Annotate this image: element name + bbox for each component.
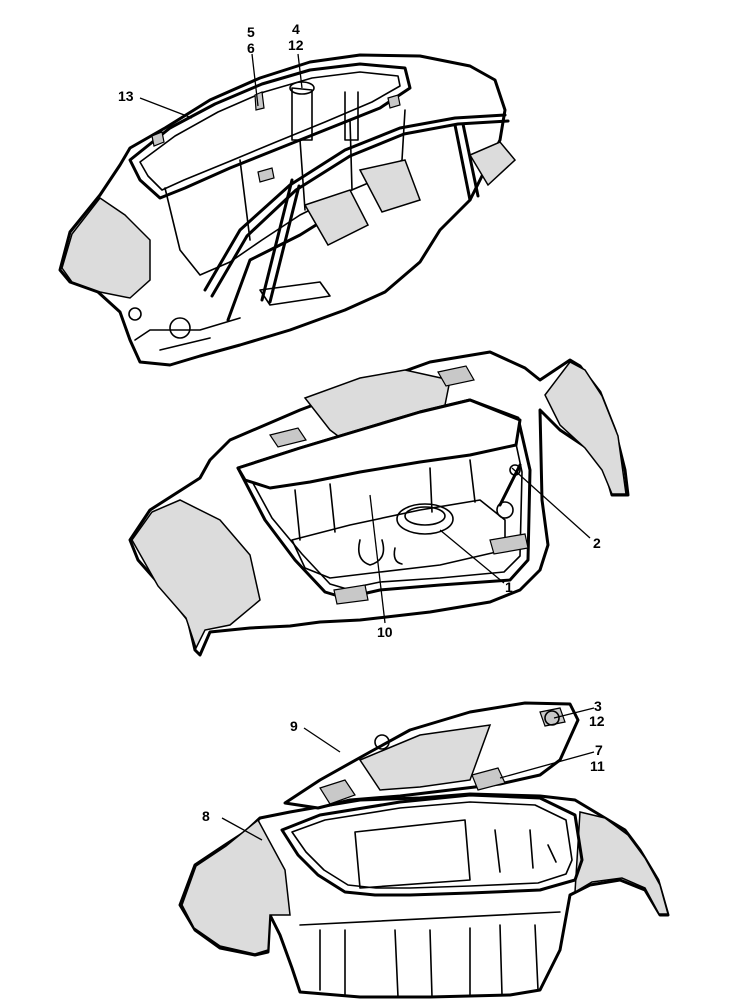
callout-13: 13 [118, 88, 134, 104]
callout-2: 2 [593, 535, 601, 551]
callout-12-top: 12 [288, 37, 304, 53]
leader-9 [303, 727, 341, 753]
callout-3: 3 [594, 698, 602, 714]
leader-5-6 [251, 53, 259, 107]
callout-1: 1 [505, 579, 513, 595]
leader-4-12 [297, 53, 303, 89]
top-view-assembly [58, 53, 517, 367]
leader-1 [439, 529, 505, 584]
callout-4: 4 [292, 21, 300, 37]
middle-view-assembly [128, 350, 630, 657]
leader-2 [511, 467, 591, 539]
leader-10 [369, 494, 386, 624]
callout-8: 8 [202, 808, 210, 824]
callout-10: 10 [377, 624, 393, 640]
callout-6: 6 [247, 40, 255, 56]
callout-12-bottom: 12 [589, 713, 605, 729]
callout-11: 11 [590, 758, 605, 774]
leader-8 [221, 817, 263, 841]
leader-3-12 [553, 707, 595, 719]
leader-7-11 [499, 751, 595, 779]
callout-7: 7 [595, 742, 603, 758]
leader-13 [139, 97, 193, 119]
callouts: 5 6 4 12 13 2 1 10 3 12 9 7 11 8 [118, 21, 605, 824]
bottom-view-assembly [178, 701, 670, 999]
callout-9: 9 [290, 718, 298, 734]
callout-5: 5 [247, 24, 255, 40]
leader-lines [139, 53, 595, 841]
